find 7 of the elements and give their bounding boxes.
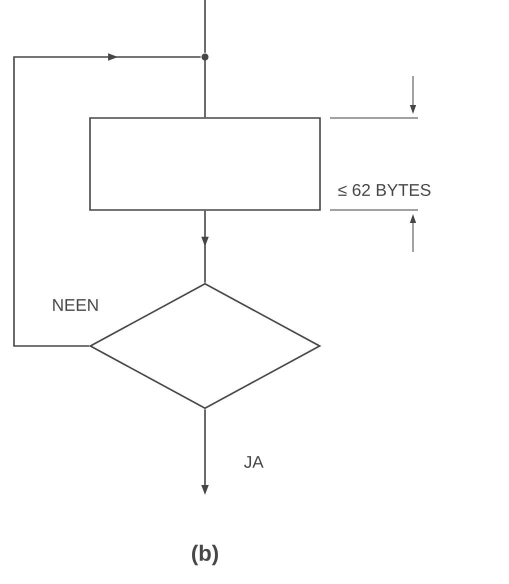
edge-label: JA [244, 456, 264, 468]
edge-label: NEEN [53, 299, 98, 311]
junction-dot [202, 54, 208, 60]
caption: (b) [192, 544, 218, 566]
process-box [89, 117, 321, 211]
dimension-label: ≤ 62 BYTES [338, 184, 430, 196]
arrow [13, 53, 201, 347]
